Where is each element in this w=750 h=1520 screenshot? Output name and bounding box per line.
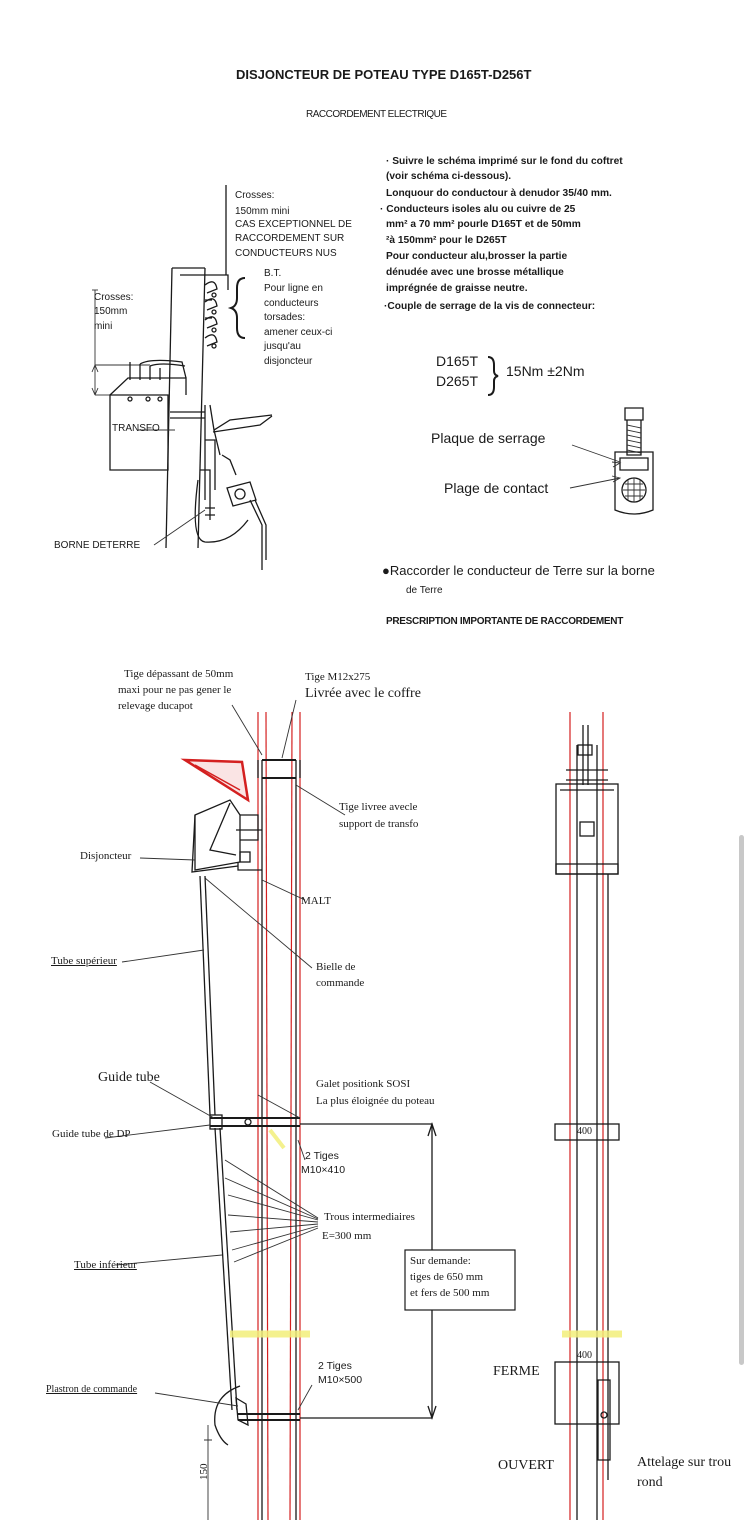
note-line: Sur demande: [410, 1255, 471, 1267]
dim-400-upper: 400 [577, 1126, 592, 1137]
torque-model: D265T [436, 373, 479, 389]
note-line: Tige livree avecle [339, 801, 418, 813]
note-line: 150mm [94, 306, 128, 317]
note-line: 150mm mini [235, 206, 290, 217]
note-line: Crosses: [235, 190, 275, 201]
note-line: Pour ligne en [264, 283, 323, 294]
note-line: commande [316, 977, 365, 989]
note-line: CONDUCTEURS NUS [235, 248, 337, 259]
disjoncteur-label: Disjoncteur [80, 850, 132, 862]
instruction-line: (voir schéma ci-dessous). [386, 171, 512, 182]
note-line: Galet positionk SOSI [316, 1078, 411, 1090]
note-line: La plus éloignée du poteau [316, 1095, 435, 1107]
prescription-heading: PRESCRIPTION IMPORTANTE DE RACCORDEMENT [386, 616, 624, 627]
section-subtitle: RACCORDEMENT ELECTRIQUE [306, 109, 447, 120]
plaque-serrage-label: Plaque de serrage [431, 430, 546, 446]
torque-model: D165T [436, 353, 479, 369]
note-line: B.T. [264, 268, 282, 279]
terre-instruction-cont: de Terre [406, 585, 443, 596]
instruction-line: Pour conducteur alu,brosser la partie [386, 251, 568, 262]
note-line: rond [637, 1475, 663, 1490]
instruction-line: Lonquour do conductour à denudor 35/40 m… [386, 188, 612, 199]
tube-superieur-label: Tube supérieur [51, 955, 117, 967]
note-line: Tige dépassant de 50mm [124, 668, 234, 680]
note-line: relevage ducapot [118, 700, 193, 712]
note-line: 2 Tiges [305, 1150, 339, 1162]
ferme-label: FERME [493, 1364, 540, 1379]
page-title: DISJONCTEUR DE POTEAU TYPE D165T-D256T [236, 67, 532, 82]
note-line: RACCORDEMENT SUR [235, 233, 345, 244]
instruction-line: ·Couple de serrage de la vis de connecte… [384, 301, 596, 312]
dim-150-label: 150 [198, 1463, 210, 1481]
note-line: amener ceux-ci [264, 327, 333, 338]
plage-contact-label: Plage de contact [444, 480, 549, 496]
terre-instruction: ●Raccorder le conducteur de Terre sur la… [382, 563, 655, 578]
note-line: disjoncteur [264, 356, 313, 367]
connector-detail [487, 356, 654, 515]
note-line: M10×410 [301, 1164, 346, 1176]
borne-terre-label: BORNE DETERRE [54, 540, 141, 551]
note-line: mini [94, 321, 113, 332]
note-line: support de transfo [339, 818, 419, 830]
note-line: et fers de 500 mm [410, 1287, 490, 1299]
transfo-label: TRANSFO [112, 423, 160, 434]
livree-label: Livrée avec le coffre [305, 686, 421, 701]
top-pole-diagram [91, 185, 273, 570]
note-line: tiges de 650 mm [410, 1271, 484, 1283]
note-line: jusqu'au [264, 341, 301, 352]
malt-label: MALT [301, 895, 332, 907]
note-line: E=300 mm [322, 1230, 372, 1242]
tube-inferieur-label: Tube inférieur [74, 1259, 137, 1271]
note-line: Crosses: [94, 292, 134, 303]
note-line: Attelage sur trou [637, 1455, 732, 1470]
note-line: CAS EXCEPTIONNEL DE [235, 219, 352, 230]
note-line: 2 Tiges [318, 1360, 352, 1372]
dim-400-lower: 400 [577, 1350, 592, 1361]
instruction-line: imprégnée de graisse neutre. [386, 283, 528, 294]
bottom-left-diagram [104, 699, 516, 1520]
instruction-line: · Conducteurs isoles alu ou cuivre de 25 [380, 204, 576, 215]
note-line: torsades: [264, 312, 306, 323]
instruction-line: mm² a 70 mm² pourle D165T et de 50mm [386, 219, 581, 230]
instruction-line: ²à 150mm² pour le D265T [386, 235, 507, 246]
note-line: maxi pour ne pas gener le [118, 684, 232, 696]
instruction-line: dénudée avec une brosse métallique [386, 267, 564, 278]
instruction-line: · Suivre le schéma imprimé sur le fond d… [386, 156, 623, 167]
note-line: M10×500 [318, 1374, 363, 1386]
guide-tube-label: Guide tube [98, 1070, 160, 1085]
torque-value: 15Nm ±2Nm [506, 363, 585, 379]
note-line: conducteurs [264, 298, 319, 309]
plastron-label: Plastron de commande [46, 1384, 138, 1395]
scrollbar[interactable] [739, 835, 744, 1365]
note-line: Bielle de [316, 961, 356, 973]
note-line: Trous intermediaires [324, 1211, 415, 1223]
guide-tube-dp-label: Guide tube de DP [52, 1128, 131, 1140]
tige-m12-label: Tige M12x275 [305, 671, 371, 683]
ouvert-label: OUVERT [498, 1458, 554, 1473]
front-view-diagram [554, 712, 622, 1520]
